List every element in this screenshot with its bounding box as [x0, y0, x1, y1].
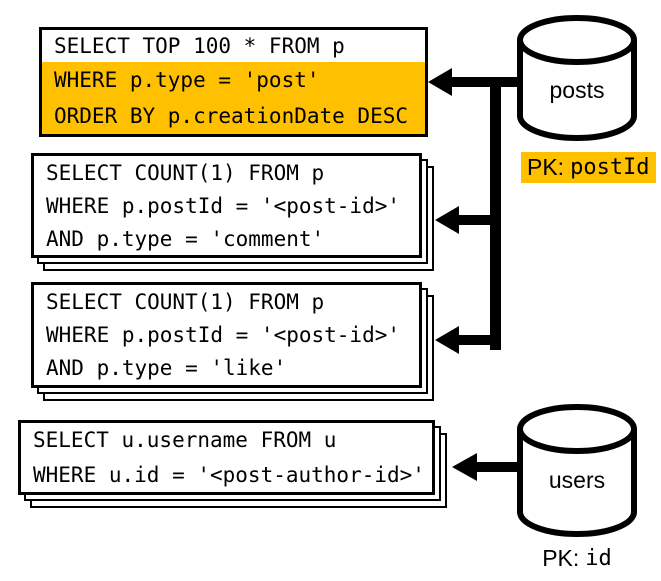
query-box-top-posts: SELECT TOP 100 * FROM p WHERE p.type = '… — [39, 27, 428, 137]
arrow-posts-to-top-query — [428, 68, 517, 96]
sql-line: AND p.type = 'comment' — [46, 226, 325, 251]
sql-line: WHERE p.postId = '<post-id>' — [46, 193, 401, 218]
arrowhead-left-icon — [452, 453, 477, 481]
arrow-shaft — [450, 77, 517, 87]
users-db-top — [517, 404, 637, 454]
sql-line: WHERE u.id = '<post-author-id>' — [33, 462, 425, 487]
arrowhead-left-icon — [435, 326, 459, 354]
arrow-shaft — [475, 462, 517, 472]
sql-line: WHERE p.postId = '<post-id>' — [46, 322, 401, 347]
query-box-username: SELECT u.username FROM u WHERE u.id = '<… — [18, 420, 447, 508]
query-box-top-posts-body: SELECT TOP 100 * FROM p WHERE p.type = '… — [39, 27, 428, 137]
sql-line: SELECT COUNT(1) FROM p — [46, 289, 325, 314]
arrow-posts-to-comment-query — [435, 206, 492, 234]
arrow-users-to-username-query — [452, 453, 517, 481]
posts-pk-label: PK:postId — [521, 152, 656, 183]
arrowhead-left-icon — [428, 68, 452, 96]
users-pk-label: PK:id — [517, 543, 637, 574]
arrow-shaft — [457, 215, 492, 225]
sql-line: SELECT u.username FROM u — [33, 428, 337, 453]
sql-line: AND p.type = 'like' — [46, 355, 287, 380]
arrow-shaft — [457, 335, 492, 345]
posts-db-label: posts — [549, 77, 605, 103]
query-box-comment-count: SELECT COUNT(1) FROM p WHERE p.postId = … — [31, 153, 434, 271]
pk-prefix: PK: — [542, 545, 580, 571]
sql-line-highlighted: WHERE p.type = 'post' — [42, 62, 425, 98]
query-box-comment-count-body: SELECT COUNT(1) FROM p WHERE p.postId = … — [31, 153, 422, 258]
users-db-label: users — [548, 467, 606, 493]
query-box-like-count-body: SELECT COUNT(1) FROM p WHERE p.postId = … — [31, 282, 422, 388]
sql-line: SELECT TOP 100 * FROM p — [54, 34, 345, 58]
query-box-username-body: SELECT u.username FROM u WHERE u.id = '<… — [18, 420, 435, 495]
posts-db-top — [517, 15, 637, 65]
sql-line: SELECT COUNT(1) FROM p — [46, 160, 325, 185]
sql-line-highlighted: ORDER BY p.creationDate DESC — [42, 98, 425, 134]
query-box-like-count: SELECT COUNT(1) FROM p WHERE p.postId = … — [31, 282, 434, 401]
arrow-trunk — [490, 77, 501, 350]
arrow-trunk-posts — [490, 77, 501, 350]
pk-field: postId — [570, 155, 650, 180]
arrow-posts-to-like-query — [435, 326, 492, 354]
pk-prefix: PK: — [527, 154, 565, 180]
pk-field: id — [585, 546, 612, 571]
arrowhead-left-icon — [435, 206, 459, 234]
